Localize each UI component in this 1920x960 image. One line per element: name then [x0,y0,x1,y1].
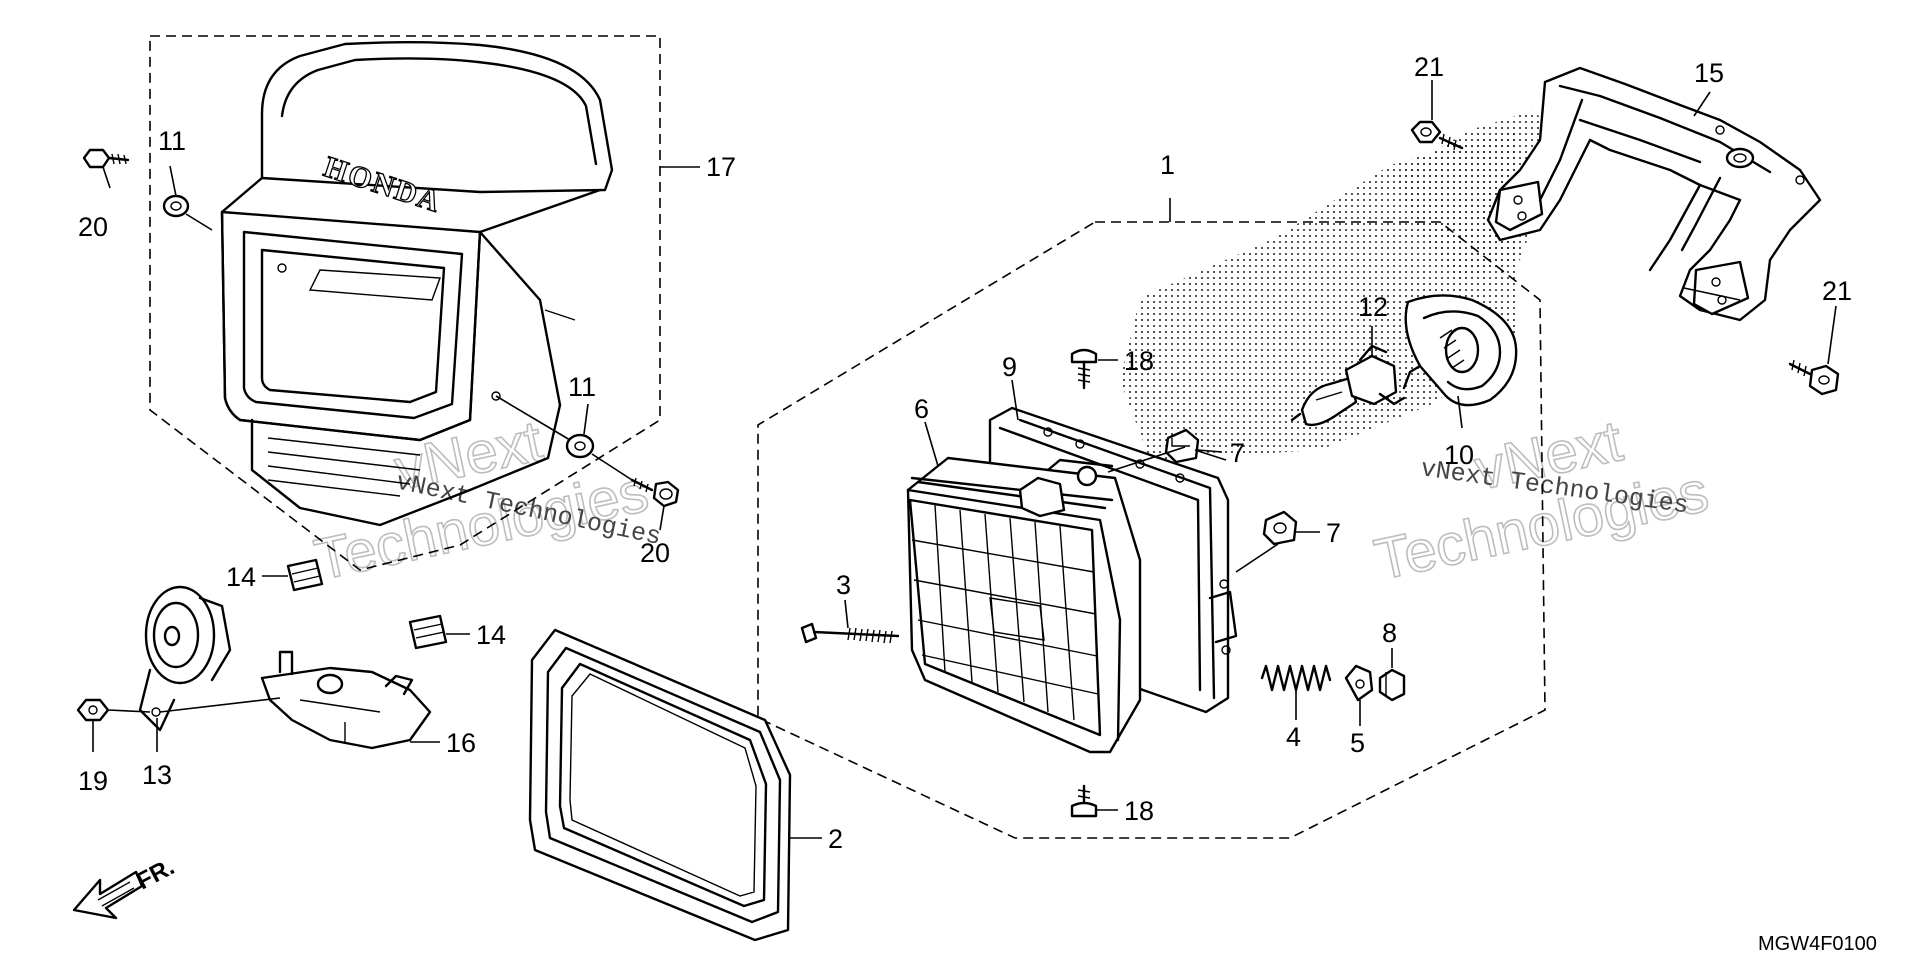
leader-lines [92,80,1837,839]
horn-nut [76,698,110,722]
rubber-mount-upper [286,558,324,592]
socket-cover [1402,294,1518,407]
washer [1344,664,1374,702]
cowl-grommet-left [162,194,190,218]
callout-19: 19 [78,766,108,796]
callout-17: 17 [706,152,736,182]
headlight-unit [906,456,1142,754]
cowl-grommet-right [565,433,595,459]
callout-3: 3 [836,570,851,600]
front-direction-arrow: FR. [72,853,179,920]
diagram-code: MGW4F0100 [1758,933,1877,955]
adjusting-screw [800,622,900,644]
callout-16: 16 [446,728,476,758]
headlight-bracket [1486,66,1822,322]
bracket-bolt-lower [1788,359,1840,396]
cowl-bolt-left [82,148,130,169]
callout-11-right: 11 [568,372,596,402]
callout-5: 5 [1350,728,1365,758]
screw-upper [1070,348,1098,390]
clip-nut-upper [1164,428,1200,464]
headlight-bulb [1290,344,1406,427]
screw-lower [1070,784,1098,818]
callout-6: 6 [914,394,929,424]
horn-bracket [260,650,432,750]
cowl-mount-hole-left [277,263,287,273]
callout-12: 12 [1358,292,1388,322]
headlight-cowl: HONDA [220,41,614,527]
callout-20-left: 20 [78,212,108,242]
callout-8: 8 [1382,618,1397,648]
dotted-projection-upper [1395,110,1560,280]
cowl-mount-hole-right [491,391,501,401]
callout-15: 15 [1694,58,1724,88]
rubber-mount-lower [408,614,448,650]
callout-10: 10 [1444,440,1474,470]
callout-21-upper: 21 [1414,52,1444,82]
headlight-rim [528,628,792,942]
adjusting-nut [1378,668,1406,702]
callout-21-lower: 21 [1822,276,1852,306]
callout-7-upper: 7 [1230,438,1245,468]
callout-labels: 1 2 3 4 5 6 7 7 8 9 10 11 11 12 13 14 14… [78,52,1852,854]
callout-18-lower: 18 [1124,796,1154,826]
callout-9: 9 [1002,352,1017,382]
headlight-cowl-group-boundary [149,35,661,571]
callout-11-left: 11 [158,126,186,156]
callout-14-lower: 14 [476,620,506,650]
callout-4: 4 [1286,722,1301,752]
bracket-bolt-upper [1410,120,1464,151]
callout-7-lower: 7 [1326,518,1341,548]
headlight-assembly-group-boundary [757,221,1546,839]
callout-18-upper: 18 [1124,346,1154,376]
adjusting-spring [1260,664,1332,692]
callout-13: 13 [142,760,172,790]
callout-14-upper: 14 [226,562,256,592]
horn [138,585,232,732]
callout-2: 2 [828,824,843,854]
cowl-bolt-right [630,477,680,508]
callout-20-right: 20 [640,538,670,568]
clip-nut-lower [1262,510,1298,546]
callout-1: 1 [1160,150,1175,180]
